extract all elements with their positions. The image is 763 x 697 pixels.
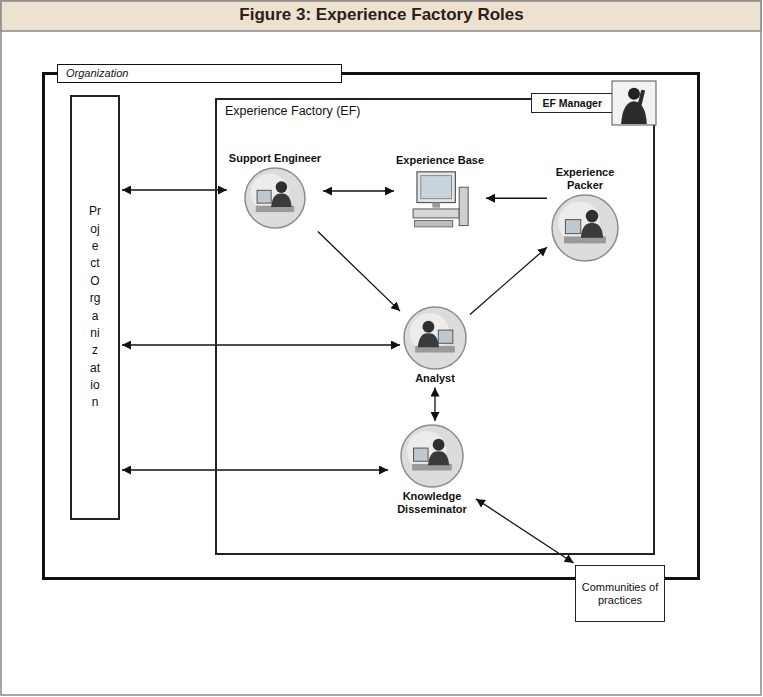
tower-shape [459, 187, 468, 225]
connector-arrow [318, 232, 400, 312]
icon-disc [245, 168, 305, 228]
connector-arrow [434, 388, 435, 422]
person-body [271, 193, 291, 206]
community-box: Communities of practices [575, 565, 665, 622]
person-head [586, 210, 599, 223]
person-arm [640, 90, 644, 105]
connector-arrow [470, 247, 547, 314]
monitor-shape [565, 220, 580, 234]
figure-title: Figure 3: Experience Factory Roles [0, 0, 763, 30]
person-body [418, 333, 439, 347]
monitor-shape [414, 448, 429, 461]
region-label: Organization [57, 64, 342, 83]
role-node: Analyst [402, 305, 468, 386]
role-node: Support Engineer [229, 151, 321, 230]
person-body [621, 101, 647, 124]
person-icon [402, 305, 468, 371]
icon-disc [552, 195, 618, 261]
region-heading: Experience Factory (EF) [225, 104, 360, 118]
organization-region: Project OrganizationEF ManagerSupport En… [42, 72, 700, 580]
role-label: Experience Base [396, 153, 484, 168]
person-head [628, 88, 640, 100]
icon-disc [404, 307, 466, 369]
manager-tab: EF Manager [531, 80, 657, 126]
connector-arrow [323, 190, 394, 191]
role-node: Experience Packer [549, 165, 621, 263]
person-body [428, 451, 449, 465]
monitor-shape [257, 190, 271, 203]
computer-base [413, 208, 459, 217]
monitor-shape [417, 171, 455, 202]
connector-arrow [122, 189, 227, 190]
connector-arrow [122, 469, 388, 470]
person-head [433, 439, 445, 451]
person-head [422, 320, 434, 332]
monitor-stand [432, 202, 440, 207]
role-node: Knowledge Disseminator [390, 423, 474, 517]
box-label: Communities of practices [580, 581, 660, 607]
project-organization-box: Project Organization [70, 95, 120, 520]
person-icon [550, 193, 620, 263]
person-icon [399, 423, 465, 489]
role-label: Knowledge Disseminator [390, 489, 474, 517]
repository-node: Experience Base [396, 153, 484, 232]
connector-arrow [122, 344, 400, 345]
role-label: Support Engineer [229, 151, 321, 166]
person-icon [243, 166, 307, 230]
keyboard-shape [414, 220, 452, 226]
computer-icon [408, 168, 472, 232]
vertical-label: Project Organization [89, 203, 101, 412]
connector-arrow [486, 198, 547, 199]
role-label: Experience Packer [549, 165, 621, 193]
screen-shape [421, 175, 452, 198]
role-label: Analyst [415, 371, 455, 386]
icon-disc [401, 425, 463, 487]
icon-frame [612, 81, 656, 125]
monitor-shape [438, 330, 453, 343]
person-head [276, 181, 288, 193]
manager-icon [611, 80, 657, 126]
experience-factory-region: EF ManagerSupport EngineerExperience Bas… [215, 98, 655, 555]
person-body [581, 223, 603, 238]
